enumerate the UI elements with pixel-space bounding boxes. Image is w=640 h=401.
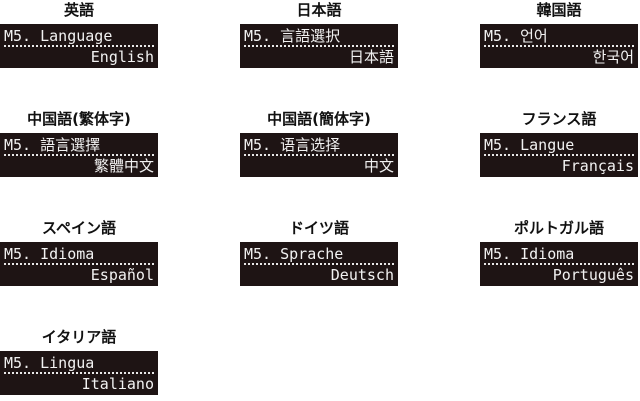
language-display-example: 中国語(簡体字) M5. 语言选择 中文	[240, 109, 398, 177]
language-title: 英語	[63, 1, 94, 19]
menu-value: 繁體中文	[93, 157, 154, 175]
menu-label: M5. 언어	[484, 27, 634, 47]
lcd-panel: M5. Idioma Español	[0, 242, 158, 286]
language-display-example: 韓国語 M5. 언어 한국어	[480, 0, 638, 68]
menu-label: M5. Idioma	[4, 245, 154, 265]
menu-value: English	[90, 48, 154, 66]
menu-label: M5. Lingua	[4, 354, 154, 374]
lcd-panel: M5. Langue Français	[480, 133, 638, 177]
menu-value: 中文	[363, 157, 394, 175]
language-display-example: イタリア語 M5. Lingua Italiano	[0, 327, 158, 395]
menu-label: M5. Idioma	[484, 245, 634, 265]
language-title: 中国語(簡体字)	[267, 110, 371, 128]
menu-value: 한국어	[592, 48, 634, 66]
lcd-panel: M5. 言語選択 日本語	[240, 24, 398, 68]
menu-value: Português	[552, 266, 634, 284]
language-title: イタリア語	[41, 328, 117, 346]
lcd-panel: M5. Idioma Português	[480, 242, 638, 286]
language-display-example: ドイツ語 M5. Sprache Deutsch	[240, 218, 398, 286]
language-title: ポルトガル語	[513, 219, 604, 237]
menu-value: Français	[561, 157, 634, 175]
lcd-panel: M5. Language English	[0, 24, 158, 68]
language-display-example: フランス語 M5. Langue Français	[480, 109, 638, 177]
lcd-panel: M5. Lingua Italiano	[0, 351, 158, 395]
lcd-panel: M5. 語言選擇 繁體中文	[0, 133, 158, 177]
language-title: フランス語	[521, 110, 597, 128]
language-title: 日本語	[296, 1, 342, 19]
menu-label: M5. 言語選択	[244, 27, 394, 47]
menu-label: M5. Sprache	[244, 245, 394, 265]
menu-label: M5. 語言選擇	[4, 136, 154, 156]
language-display-example: 中国語(繁体字) M5. 語言選擇 繁體中文	[0, 109, 158, 177]
language-title: 中国語(繁体字)	[27, 110, 131, 128]
language-title: ドイツ語	[288, 219, 349, 237]
lcd-panel: M5. 语言选择 中文	[240, 133, 398, 177]
menu-value: Español	[90, 266, 154, 284]
language-display-example: 日本語 M5. 言語選択 日本語	[240, 0, 398, 68]
menu-value: 日本語	[348, 48, 394, 66]
language-display-example: スペイン語 M5. Idioma Español	[0, 218, 158, 286]
lcd-panel: M5. Sprache Deutsch	[240, 242, 398, 286]
language-title: 韓国語	[536, 1, 582, 19]
lcd-panel: M5. 언어 한국어	[480, 24, 638, 68]
menu-label: M5. Langue	[484, 136, 634, 156]
menu-value: Deutsch	[330, 266, 394, 284]
menu-label: M5. 语言选择	[244, 136, 394, 156]
language-title: スペイン語	[42, 219, 116, 237]
language-display-example: 英語 M5. Language English	[0, 0, 158, 68]
language-display-example: ポルトガル語 M5. Idioma Português	[480, 218, 638, 286]
menu-label: M5. Language	[4, 27, 154, 47]
menu-value: Italiano	[81, 375, 154, 393]
